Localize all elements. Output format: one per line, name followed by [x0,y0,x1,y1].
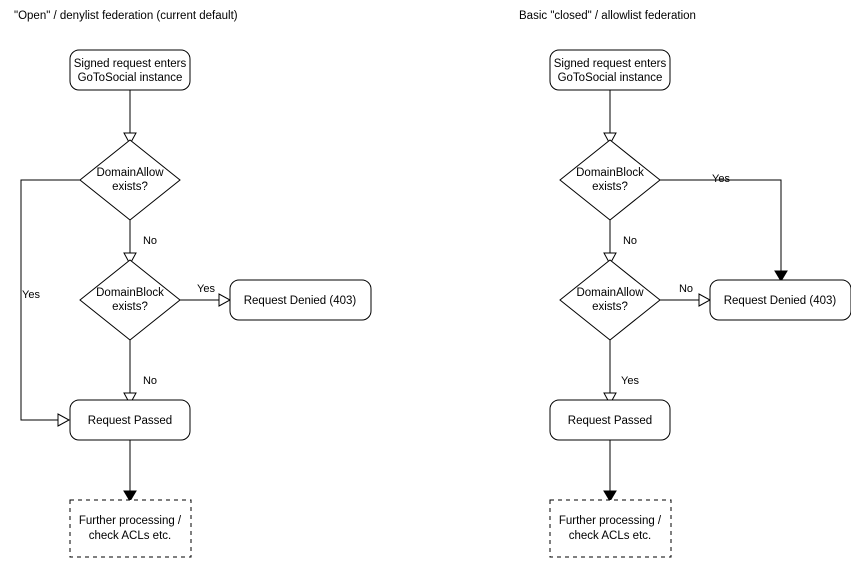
left-denied-label: Request Denied (403) [244,295,357,307]
right-further-label-line2: check ACLs etc. [569,530,651,542]
right-decision2-label-line2: exists? [592,301,628,313]
left-further-label-line2: check ACLs etc. [89,530,171,542]
right-decision1-label-line1: DomainBlock [576,167,644,179]
left-edge-label-no-block: No [143,375,157,387]
right-edge-decision1-no-to-decision2: No [603,220,637,266]
right-decision1-label-line2: exists? [592,181,628,193]
left-decision1-label-line1: DomainAllow [96,167,164,179]
right-further-shape [549,499,672,558]
right-decision-domainallow[interactable]: DomainAllow exists? [559,259,661,341]
left-decision2-label-line1: DomainBlock [96,287,164,299]
right-decision-domainblock[interactable]: DomainBlock exists? [559,139,661,221]
right-edge-label-no-block: No [623,235,637,247]
left-passed-label: Request Passed [88,415,172,427]
right-decision2-shape [559,259,661,341]
right-edge-label-no-allow: No [679,283,693,295]
left-further-node[interactable]: Further processing / check ACLs etc. [69,499,192,558]
right-passed-node[interactable]: Request Passed [549,399,671,441]
right-edge-start-to-decision1 [603,90,617,146]
right-denied-node[interactable]: Request Denied (403) [709,279,851,321]
left-edge-label-yes-allow: Yes [22,289,40,301]
right-start-node[interactable]: Signed request enters GoToSocial instanc… [549,49,671,91]
right-denied-label: Request Denied (403) [724,295,837,307]
right-decision1-shape [559,139,661,221]
right-further-node[interactable]: Further processing / check ACLs etc. [549,499,672,558]
right-further-label-line1: Further processing / [559,515,662,527]
left-edge-decision1-no-to-decision2: No [123,220,157,266]
left-edge-decision2-no-to-passed: No [123,340,157,406]
left-decision-domainallow[interactable]: DomainAllow exists? [79,139,181,221]
left-decision2-shape [79,259,181,341]
right-start-label-line2: GoToSocial instance [558,72,663,84]
left-start-label-line1: Signed request enters [74,58,187,70]
right-edge-decision1-yes-to-denied: Yes [660,173,788,282]
left-decision1-label-line2: exists? [112,181,148,193]
left-passed-node[interactable]: Request Passed [69,399,191,441]
left-decision-domainblock[interactable]: DomainBlock exists? [79,259,181,341]
right-edge-label-yes-allow: Yes [621,375,639,387]
right-decision2-label-line1: DomainAllow [576,287,644,299]
left-start-shape [69,49,191,91]
right-panel-title: Basic "closed" / allowlist federation [519,10,696,22]
right-edge-label-yes-block: Yes [712,173,730,185]
left-edge-start-to-decision1 [123,90,137,146]
left-edge-label-no-allow: No [143,235,157,247]
left-edge-decision2-yes-to-denied: Yes [180,283,232,307]
right-edge-decision2-no-to-denied: No [660,283,712,307]
left-denied-node[interactable]: Request Denied (403) [229,279,372,321]
left-decision2-label-line2: exists? [112,301,148,313]
left-edge-passed-to-further [123,440,137,502]
right-start-label-line1: Signed request enters [554,58,667,70]
left-denied-shape [229,279,372,321]
left-panel-title: "Open" / denylist federation (current de… [14,10,238,22]
left-edge-label-yes-block: Yes [197,283,215,295]
left-decision1-shape [79,139,181,221]
right-edge-passed-to-further [603,440,617,502]
right-denied-shape [709,279,851,321]
right-start-shape [549,49,671,91]
left-start-label-line2: GoToSocial instance [78,72,183,84]
left-edge-decision1-yes-to-passed: Yes [20,179,80,427]
left-further-shape [69,499,192,558]
left-start-node[interactable]: Signed request enters GoToSocial instanc… [69,49,191,91]
right-edge-decision2-yes-to-passed: Yes [603,340,639,406]
left-further-label-line1: Further processing / [79,515,182,527]
right-passed-label: Request Passed [568,415,652,427]
